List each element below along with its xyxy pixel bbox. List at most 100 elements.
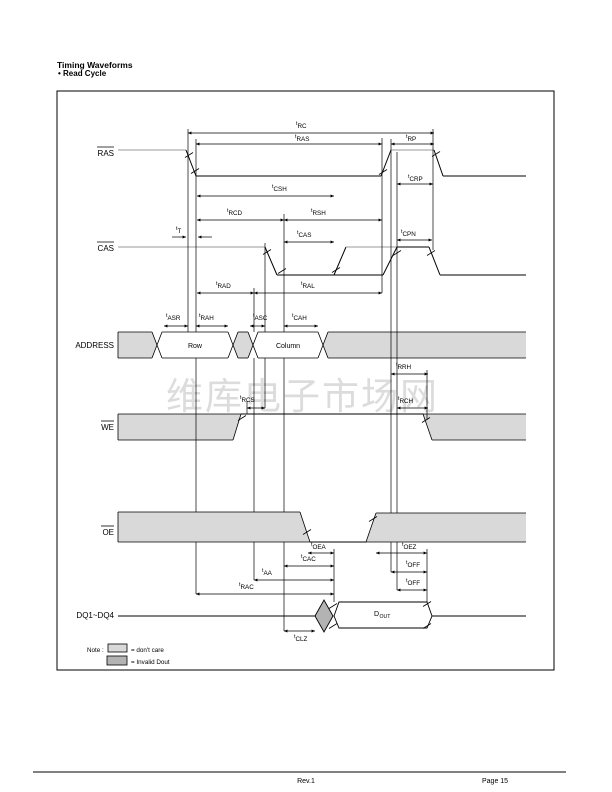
column-label: Column (276, 343, 300, 350)
timing-labels: CAC (302, 556, 316, 563)
timing-labels: tRAL (301, 281, 315, 290)
dimension-arrows (163, 131, 435, 633)
timing-labels: tCRP (408, 174, 423, 183)
watermark: 维库电子市场网 (166, 375, 439, 418)
timing-labels: RRH (397, 364, 411, 371)
signal-label-cas: CAS (98, 244, 114, 253)
timing-labels: t (301, 554, 303, 560)
timing-labels: CAH (293, 315, 307, 322)
timing-labels: RCH (399, 398, 413, 405)
timing-labels: tOEA (311, 542, 327, 551)
address-waveform (247, 331, 259, 359)
timing-labels: tRCS (240, 395, 255, 404)
timing-labels: OFF (407, 580, 420, 587)
timing-labels: RSH (312, 210, 326, 217)
timing-labels: t (408, 174, 410, 180)
oe-waveform (302, 529, 312, 535)
we-waveform (421, 417, 431, 423)
timing-labels: t (272, 184, 274, 190)
timing-labels: t (311, 208, 313, 214)
cas-waveform (264, 246, 278, 276)
row-label: Row (188, 343, 203, 350)
timing-labels: t (396, 362, 398, 368)
oe-waveform (299, 511, 311, 543)
timing-labels: tRC (296, 121, 307, 130)
ras-waveform (190, 168, 200, 174)
ras-waveform (378, 169, 388, 175)
dout-label: DOUT (374, 611, 391, 620)
timing-labels: tRAH (199, 313, 214, 322)
we-waveform (422, 413, 433, 441)
timing-labels: tOEZ (402, 542, 417, 551)
timing-labels: tCAH (292, 313, 307, 322)
timing-labels: CLZ (295, 636, 307, 643)
timing-labels: tOFF (406, 578, 420, 587)
timing-labels: tRCD (227, 208, 243, 217)
dq-waveform (328, 623, 338, 629)
signal-label-dq: DQ1~DQ4 (76, 611, 114, 620)
timing-labels: t (301, 281, 303, 287)
dont-care-swatch (107, 643, 128, 653)
timing-labels: t (406, 560, 408, 566)
note-legend: Note : = don't care = Invalid Dout (87, 643, 170, 666)
timing-labels: CSH (273, 186, 287, 193)
dout-label: OUT (379, 614, 391, 620)
timing-labels: t (295, 134, 297, 140)
signal-label-oe: OE (102, 528, 114, 537)
cas-waveform (277, 268, 287, 274)
oe-dontcare-right (366, 513, 526, 542)
timing-labels: RAL (302, 283, 315, 290)
timing-labels: tRAD (216, 281, 231, 290)
address-dontcare-mid (233, 332, 253, 358)
cas-waveform (382, 246, 398, 276)
timing-labels: t (166, 313, 168, 319)
address-waveform (227, 331, 239, 359)
timing-labels: ASC (254, 315, 267, 322)
timing-labels: tASR (166, 313, 181, 322)
timing-labels: RCD (228, 210, 242, 217)
timing-labels: t (216, 281, 218, 287)
cas-waveform (426, 250, 436, 256)
ras-waveform (433, 149, 444, 177)
address-dontcare-right (323, 332, 526, 358)
page-title: Timing Waveforms (57, 60, 133, 70)
timing-labels: tRRH (396, 362, 412, 371)
footer-rev: Rev.1 (297, 778, 315, 785)
timing-labels: t (401, 229, 403, 235)
ras-waveform (380, 149, 392, 177)
timing-labels: RC (297, 123, 307, 130)
dq-waveform: DOUT (118, 599, 526, 633)
cas-waveform (333, 246, 347, 276)
cas-waveform (428, 246, 441, 276)
timing-labels: t (227, 208, 229, 214)
timing-labels: t (199, 313, 201, 319)
timing-labels: ASR (167, 315, 180, 322)
timing-labels: tRC tRAS tRP tCRP tCSH tRCD tRSH tCAS tC… (166, 121, 423, 643)
timing-labels: t (253, 313, 255, 319)
timing-labels: CRP (409, 176, 422, 183)
timing-labels: AA (263, 570, 272, 577)
diagram-border (56, 90, 555, 671)
timing-labels: t (239, 582, 241, 588)
dont-care-label: = don't care (131, 647, 164, 654)
timing-labels: tASC (253, 313, 268, 322)
timing-labels: CAS (298, 232, 311, 239)
timing-labels: RAS (296, 136, 309, 143)
timing-labels: tCLZ (294, 634, 308, 643)
footer: Rev.1 Page 15 (33, 771, 566, 785)
timing-labels: tRCH (398, 396, 414, 405)
invalid-label: = Invalid Dout (131, 659, 170, 666)
timing-labels: RP (407, 136, 416, 143)
timing-labels: OEA (312, 544, 326, 551)
timing-labels: OEZ (403, 544, 416, 551)
we-waveform (117, 413, 526, 441)
timing-labels: t (262, 568, 264, 574)
oe-waveform (368, 516, 378, 522)
ras-waveform (118, 149, 526, 177)
timing-labels: t (240, 395, 242, 401)
timing-labels: CPN (402, 231, 416, 238)
reference-lines (187, 129, 434, 631)
signal-label-ras: RAS (98, 149, 114, 158)
footer-page: Page 15 (482, 778, 508, 785)
